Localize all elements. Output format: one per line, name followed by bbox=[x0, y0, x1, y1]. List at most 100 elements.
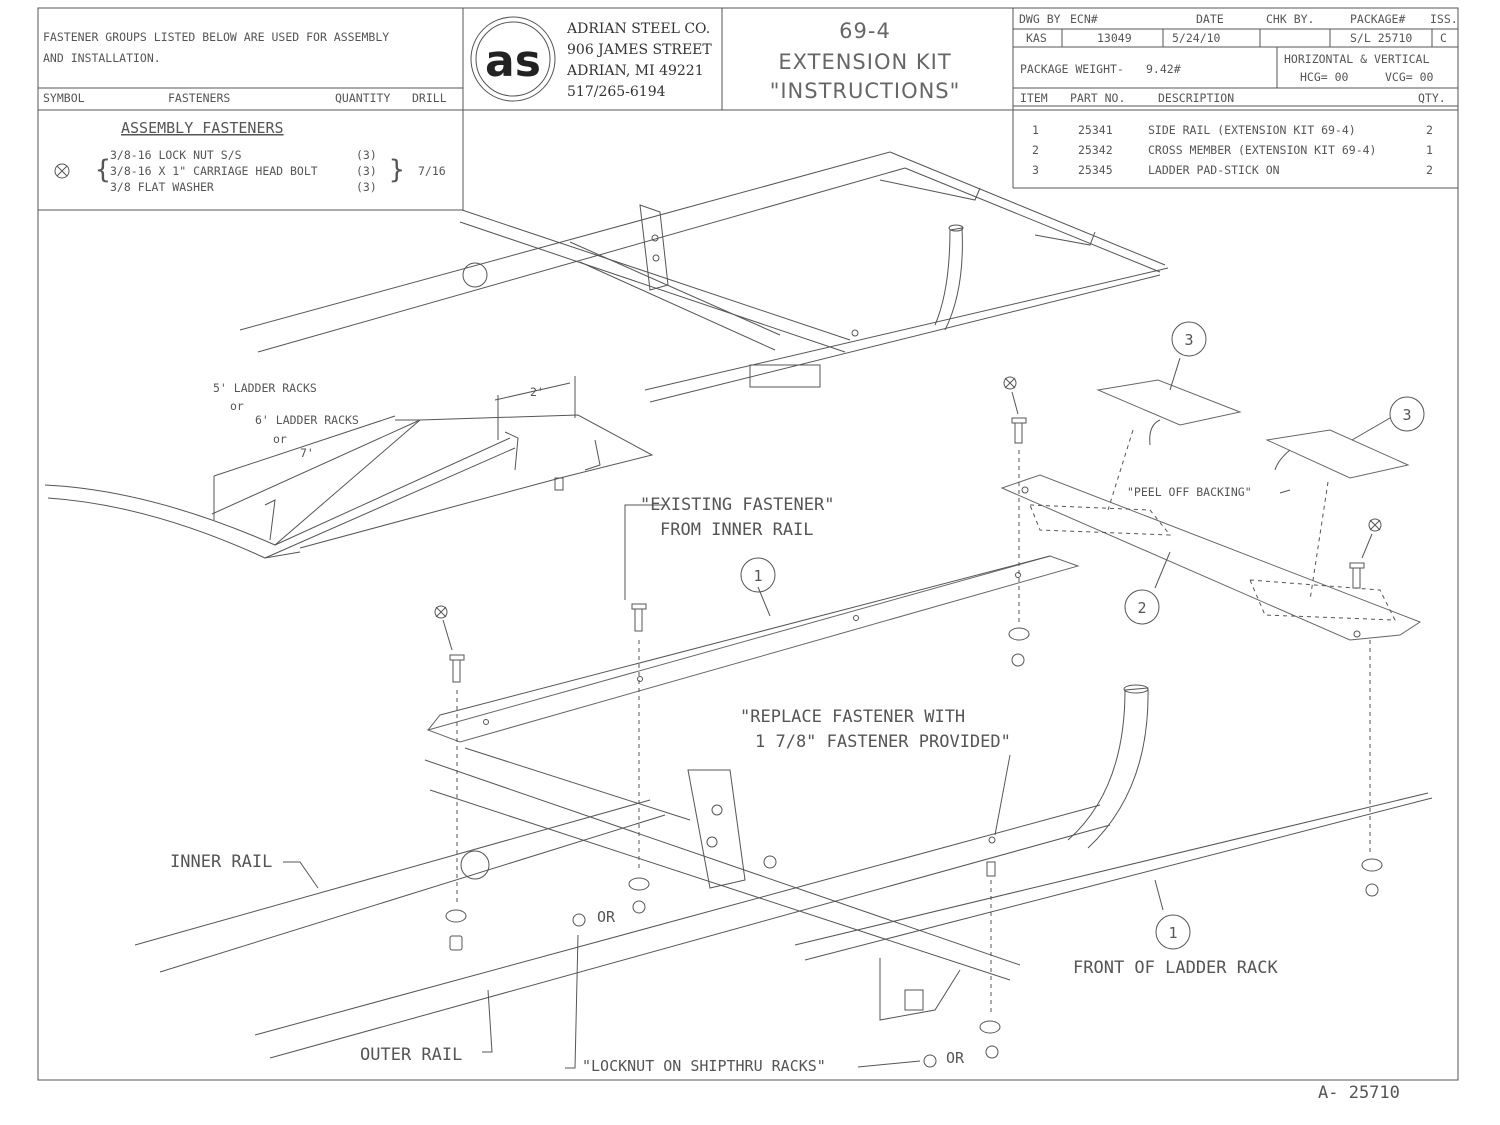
bolt-head-icon bbox=[1349, 562, 1365, 569]
existing-fastener-label: "EXISTING FASTENER" bbox=[640, 495, 834, 515]
parts-row-2-desc: CROSS MEMBER (EXTENSION KIT 69-4) bbox=[1148, 143, 1376, 157]
or-label-a: OR bbox=[597, 908, 616, 926]
label-or-2: or bbox=[273, 432, 287, 446]
bolt-head-icon bbox=[1011, 417, 1027, 424]
svg-text:2: 2 bbox=[1137, 599, 1146, 617]
nut-icon bbox=[985, 1045, 999, 1059]
ladder-pad-part-1 bbox=[1096, 379, 1242, 446]
h-date: DATE bbox=[1196, 12, 1224, 26]
svg-text:3: 3 bbox=[1402, 406, 1411, 424]
locknut-icon bbox=[923, 1054, 937, 1068]
parts-row-2-part: 25342 bbox=[1078, 143, 1113, 157]
washer-icon bbox=[628, 877, 650, 891]
fastener-intro-line1: FASTENER GROUPS LISTED BELOW ARE USED FO… bbox=[43, 30, 389, 44]
vcg-value: VCG= 00 bbox=[1385, 70, 1434, 84]
inner-rail-label: INNER RAIL bbox=[170, 852, 272, 872]
top-assembly-view bbox=[239, 151, 1169, 403]
nut-icon bbox=[632, 900, 646, 914]
locknut-shipthru-label: "LOCKNUT ON SHIPTHRU RACKS" bbox=[582, 1057, 826, 1075]
parts-row-2-item: 2 bbox=[1032, 143, 1039, 157]
bolt-head-icon bbox=[631, 603, 647, 610]
fastener-stack-existing bbox=[572, 603, 650, 927]
fastener-stack-left bbox=[434, 605, 467, 951]
nut-icon bbox=[449, 935, 463, 951]
washer-icon bbox=[1008, 627, 1030, 641]
leader-lines bbox=[283, 357, 1391, 1069]
small-rack-view: 5' LADDER RACKS or 6' LADDER RACKS or 7'… bbox=[44, 376, 654, 559]
h-iss: ISS. bbox=[1430, 12, 1458, 26]
fastener-qty-1: (3) bbox=[356, 148, 377, 162]
fastener-qty-2: (3) bbox=[356, 164, 377, 178]
balloon-1-top: 1 bbox=[740, 557, 776, 593]
balloon-3-left: 3 bbox=[1171, 321, 1207, 357]
sheet-border bbox=[37, 7, 1459, 1081]
fastener-qty-3: (3) bbox=[356, 180, 377, 194]
kit-title-line2: "INSTRUCTIONS" bbox=[770, 79, 961, 103]
fastener-stack-cross-right bbox=[1349, 518, 1383, 897]
label-2ft: 2' bbox=[530, 385, 544, 399]
label-5ft-racks: 5' LADDER RACKS bbox=[213, 381, 317, 395]
hcg-value: HCG= 00 bbox=[1300, 70, 1349, 84]
kit-number: 69-4 bbox=[839, 19, 891, 43]
parts-row-1-item: 1 bbox=[1032, 123, 1039, 137]
locknut-symbol-icon bbox=[1368, 518, 1382, 532]
bolt-head-icon bbox=[449, 654, 465, 661]
washer-icon bbox=[979, 1020, 1001, 1034]
fastener-item-3: 3/8 FLAT WASHER bbox=[110, 180, 214, 194]
right-brace-icon: } bbox=[389, 155, 405, 185]
left-brace-icon: { bbox=[95, 155, 111, 185]
logo-text: as bbox=[485, 36, 541, 87]
h-package: PACKAGE# bbox=[1350, 12, 1405, 26]
balloon-3-right: 3 bbox=[1389, 396, 1425, 432]
fastener-stack-replace bbox=[923, 861, 1001, 1068]
parts-row-1-qty: 2 bbox=[1426, 123, 1433, 137]
nut-icon bbox=[1365, 883, 1379, 897]
drawing-number: A- 25710 bbox=[1318, 1083, 1400, 1103]
balloon-2: 2 bbox=[1124, 589, 1160, 625]
label-or-1: or bbox=[230, 399, 244, 413]
parts-row-3-desc: LADDER PAD-STICK ON bbox=[1148, 163, 1280, 177]
peel-off-label: "PEEL OFF BACKING" bbox=[1127, 485, 1252, 499]
parts-row-1-part: 25341 bbox=[1078, 123, 1113, 137]
svg-text:1: 1 bbox=[753, 567, 762, 585]
h-qty: QTY. bbox=[1418, 91, 1446, 105]
kit-title-line1: EXTENSION KIT bbox=[778, 50, 951, 74]
bottom-assembly-view bbox=[134, 684, 1433, 1059]
locknut-icon bbox=[572, 913, 586, 927]
ladder-pad-part-2 bbox=[1265, 429, 1410, 479]
h-chk-by: CHK BY. bbox=[1266, 12, 1314, 26]
svg-text:1: 1 bbox=[1168, 924, 1177, 942]
fastener-stack-cross-left bbox=[1003, 376, 1030, 667]
dwg-by-value: KAS bbox=[1026, 31, 1047, 45]
hv-label: HORIZONTAL & VERTICAL bbox=[1284, 52, 1429, 66]
company-logo: as bbox=[470, 16, 556, 102]
fastener-box: FASTENER GROUPS LISTED BELOW ARE USED FO… bbox=[38, 30, 464, 211]
company-street: 906 JAMES STREET bbox=[567, 42, 712, 58]
washer-icon bbox=[445, 909, 467, 923]
parts-row-1-desc: SIDE RAIL (EXTENSION KIT 69-4) bbox=[1148, 123, 1356, 137]
h-ecn: ECN# bbox=[1070, 12, 1098, 26]
side-rail-part bbox=[426, 555, 1080, 743]
fastener-drill: 7/16 bbox=[418, 164, 446, 178]
svg-text:3: 3 bbox=[1184, 331, 1193, 349]
company-city: ADRIAN, MI 49221 bbox=[566, 63, 704, 79]
fastener-item-2: 3/8-16 X 1" CARRIAGE HEAD BOLT bbox=[110, 164, 318, 178]
replace-fastener-label: "REPLACE FASTENER WITH bbox=[740, 707, 965, 727]
cross-member-part bbox=[1000, 474, 1422, 641]
parts-row-3-qty: 2 bbox=[1426, 163, 1433, 177]
h-item: ITEM bbox=[1020, 91, 1048, 105]
washer-icon bbox=[1361, 858, 1383, 872]
col-fasteners: FASTENERS bbox=[168, 91, 230, 105]
h-desc: DESCRIPTION bbox=[1158, 91, 1234, 105]
title-block-grid: DWG BY ECN# DATE CHK BY. PACKAGE# ISS. K… bbox=[1013, 12, 1458, 107]
balloon-1-bottom: 1 bbox=[1155, 914, 1191, 950]
parts-row-2-qty: 1 bbox=[1426, 143, 1433, 157]
fastener-group-title: ASSEMBLY FASTENERS bbox=[121, 119, 284, 137]
locknut-symbol-icon bbox=[434, 605, 448, 619]
fastener-intro-line2: AND INSTALLATION. bbox=[43, 51, 161, 65]
company-phone: 517/265-6194 bbox=[567, 84, 666, 100]
weight-value: 9.42# bbox=[1146, 62, 1181, 76]
fastener-symbol-icon bbox=[54, 163, 70, 179]
col-quantity: QUANTITY bbox=[335, 91, 390, 105]
h-dwg-by: DWG BY bbox=[1019, 12, 1061, 26]
